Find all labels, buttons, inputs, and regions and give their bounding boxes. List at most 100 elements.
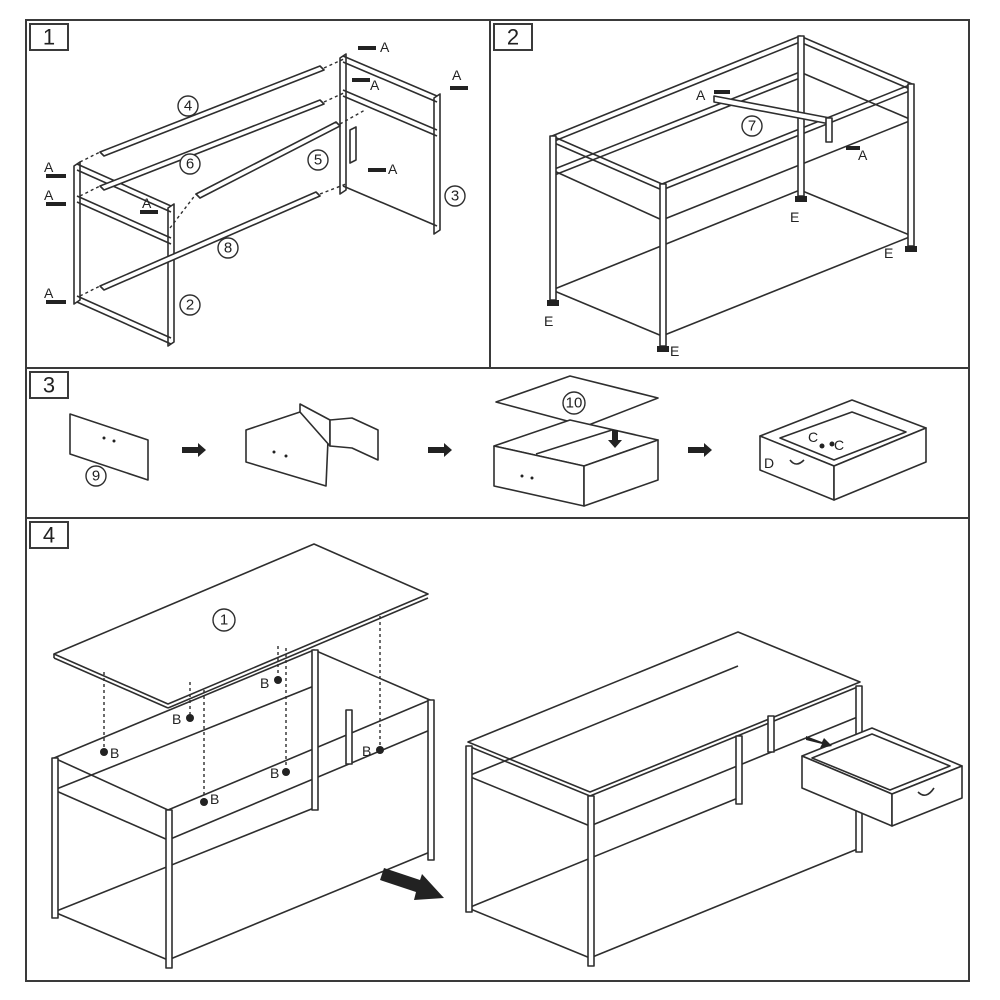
step-1-illustration: A A A A A A A A 4 6 5 8 3 2 — [44, 39, 468, 347]
bolt-a-step2-1: A — [696, 87, 730, 103]
handle-icon — [789, 459, 805, 465]
foot-e-2: E — [670, 343, 679, 359]
step-1-badge: 1 — [29, 23, 69, 51]
bolt-a-8: A — [368, 161, 398, 177]
bolt-a-3: A — [44, 285, 66, 304]
svg-text:D: D — [764, 455, 774, 471]
svg-text:A: A — [44, 285, 54, 301]
svg-text:A: A — [370, 77, 380, 93]
arrow-icon — [688, 443, 712, 457]
foot-e-4: E — [884, 245, 893, 261]
svg-text:B: B — [362, 743, 371, 759]
svg-text:1: 1 — [43, 25, 55, 50]
callout-part-8: 8 — [217, 237, 239, 259]
svg-text:B: B — [210, 791, 219, 807]
rail-4 — [99, 65, 325, 157]
handle-icon — [917, 787, 935, 796]
bolt-a-6: A — [352, 77, 380, 93]
svg-text:A: A — [44, 159, 54, 175]
slide-arrow-icon — [806, 736, 832, 748]
svg-text:4: 4 — [43, 523, 55, 548]
svg-text:9: 9 — [92, 468, 100, 485]
rail-8 — [99, 191, 321, 291]
desktop-panel — [53, 543, 429, 705]
svg-text:6: 6 — [186, 156, 194, 173]
callout-part-9: 9 — [85, 465, 107, 487]
bolt-a-5: A — [358, 39, 390, 55]
callout-part-2: 2 — [179, 294, 201, 316]
svg-text:A: A — [858, 147, 868, 163]
svg-text:B: B — [270, 765, 279, 781]
arrow-icon — [380, 868, 444, 900]
callout-part-1: 1 — [212, 608, 236, 632]
assembled-drawer — [759, 399, 927, 501]
svg-text:B: B — [260, 675, 269, 691]
bolt-a-step2-2: A — [846, 146, 868, 163]
svg-text:1: 1 — [220, 612, 228, 629]
bolt-a-2: A — [44, 187, 66, 206]
svg-text:B: B — [110, 745, 119, 761]
step-4-illustration: 1 B B B B B B — [51, 543, 963, 969]
foot-e-1: E — [544, 313, 553, 329]
bolt-b-4: B — [260, 675, 282, 691]
bolt-b-3: B — [200, 791, 219, 807]
step-4-badge: 4 — [29, 521, 69, 549]
svg-text:A: A — [696, 87, 706, 103]
screw-d: D — [764, 455, 774, 471]
svg-text:10: 10 — [566, 395, 583, 412]
callout-part-5: 5 — [307, 149, 329, 171]
rail-6 — [99, 99, 325, 191]
flat-drawer-panel — [69, 413, 149, 481]
right-side-frame — [339, 53, 441, 235]
svg-text:5: 5 — [314, 152, 322, 169]
bolt-b-6: B — [362, 743, 384, 759]
left-side-frame — [73, 161, 175, 347]
svg-text:7: 7 — [748, 118, 756, 135]
svg-text:3: 3 — [451, 188, 459, 205]
svg-text:2: 2 — [507, 25, 519, 50]
svg-text:E: E — [544, 313, 553, 329]
step-3-illustration: 9 10 C C D — [69, 375, 927, 507]
callout-part-3: 3 — [444, 185, 466, 207]
svg-text:8: 8 — [224, 240, 232, 257]
step-3-badge: 3 — [29, 371, 69, 399]
svg-text:E: E — [670, 343, 679, 359]
screw-c-2: C — [834, 437, 844, 453]
svg-text:A: A — [388, 161, 398, 177]
svg-text:A: A — [452, 67, 462, 83]
assembled-desktop — [467, 631, 861, 793]
svg-text:A: A — [380, 39, 390, 55]
bolt-a-4: A — [140, 195, 158, 214]
svg-text:E: E — [790, 209, 799, 225]
bolt-a-7: A — [450, 67, 468, 90]
svg-text:C: C — [808, 429, 818, 445]
callout-part-6: 6 — [179, 153, 201, 175]
svg-text:C: C — [834, 437, 844, 453]
svg-text:A: A — [44, 187, 54, 203]
folding-drawer-panel — [245, 403, 379, 487]
outer-frame — [25, 19, 970, 982]
down-arrow-icon — [608, 430, 622, 448]
bolt-b-5: B — [270, 765, 290, 781]
callout-part-10: 10 — [562, 391, 586, 415]
svg-text:4: 4 — [184, 98, 192, 115]
bolt-b-2: B — [172, 711, 194, 727]
svg-text:E: E — [884, 245, 893, 261]
svg-text:A: A — [142, 195, 152, 211]
drawer-insert — [801, 727, 963, 827]
arrow-icon — [428, 443, 452, 457]
arrow-icon — [182, 443, 206, 457]
foot-e-3: E — [790, 209, 799, 225]
callout-part-7: 7 — [741, 115, 763, 137]
svg-text:3: 3 — [43, 373, 55, 398]
rail-5 — [195, 121, 341, 199]
step-2-badge: 2 — [493, 23, 533, 51]
bolt-a-1: A — [44, 159, 66, 178]
screw-c-1: C — [808, 429, 818, 445]
callout-part-4: 4 — [177, 95, 199, 117]
svg-text:B: B — [172, 711, 181, 727]
step-2-illustration: A A E E E E 7 — [544, 35, 917, 359]
svg-text:2: 2 — [186, 297, 194, 314]
bolt-b-1: B — [100, 745, 119, 761]
